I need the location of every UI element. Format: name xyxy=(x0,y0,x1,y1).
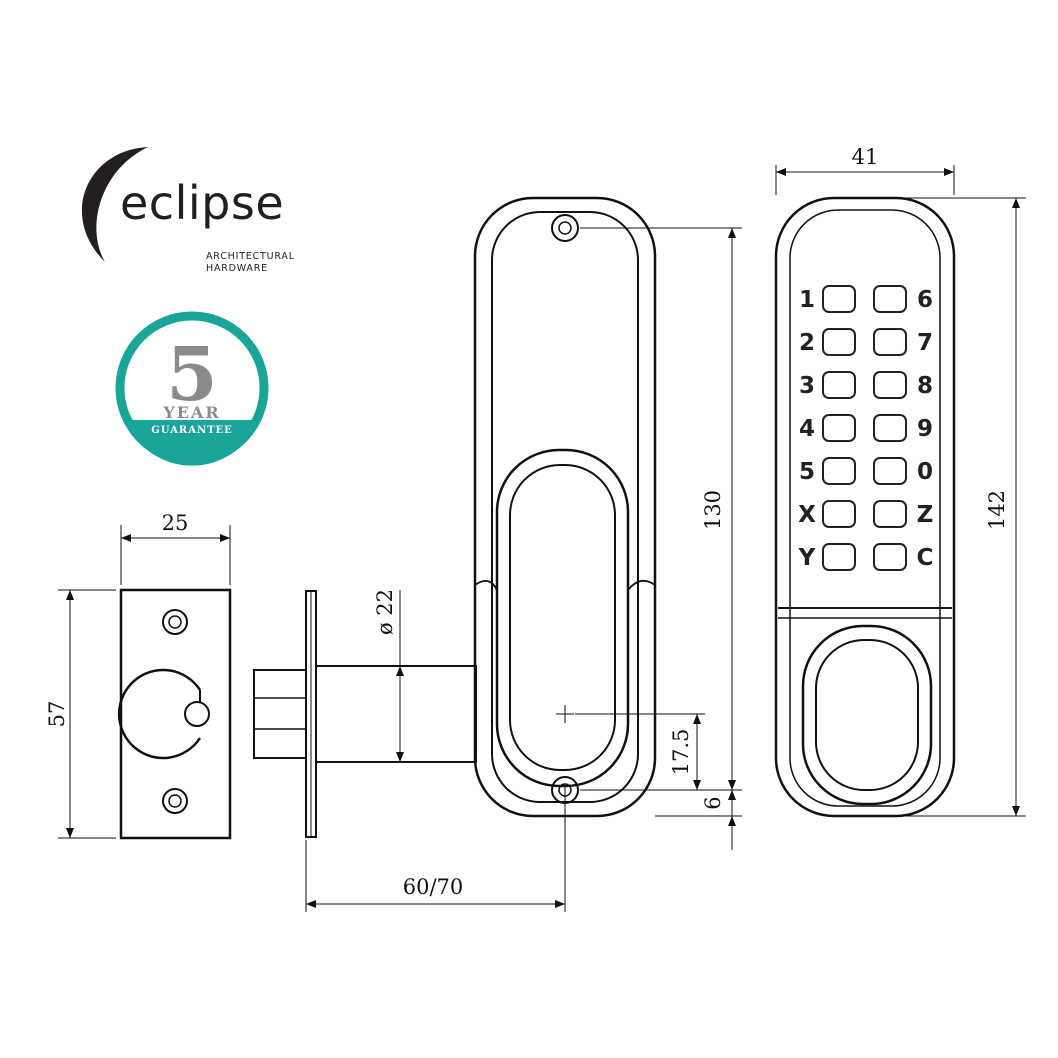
dim-spindle-diameter: ø 22 xyxy=(373,589,404,762)
badge-bottom-band xyxy=(125,420,259,466)
latch-assembly xyxy=(253,590,477,838)
keypad-button[interactable] xyxy=(873,414,907,442)
dim-keypad-width: 41 xyxy=(775,145,955,195)
key-label: 5 xyxy=(799,459,815,485)
dim-strike-height: 57 xyxy=(45,589,116,839)
key-label: 0 xyxy=(917,459,933,485)
dim-bottom-offset: 6 xyxy=(655,790,742,850)
dim-keypad-height: 142 xyxy=(900,197,1026,817)
key-label: Y xyxy=(798,545,816,571)
bottom-offset-label: 6 xyxy=(701,796,725,809)
keypad-button[interactable] xyxy=(822,414,856,442)
spindle-offset-label: 17.5 xyxy=(669,729,693,776)
handle-side-view xyxy=(473,196,657,818)
key-label: 6 xyxy=(917,287,933,313)
dim-strike-width: 25 xyxy=(120,511,231,585)
strike-plate xyxy=(117,588,232,840)
keypad-button[interactable] xyxy=(822,371,856,399)
key-label: 9 xyxy=(917,416,933,442)
keypad-button[interactable] xyxy=(873,543,907,571)
key-label: 3 xyxy=(799,373,815,399)
keypad-button[interactable] xyxy=(822,457,856,485)
key-label: C xyxy=(917,545,934,571)
dim-handle-height: 130 xyxy=(580,227,742,791)
keypad-button[interactable] xyxy=(873,457,907,485)
keypad-width-label: 41 xyxy=(852,145,879,169)
key-label: X xyxy=(798,502,816,528)
strike-width-label: 25 xyxy=(162,511,189,535)
logo-subtitle-line2: HARDWARE xyxy=(206,263,268,274)
keypad-button[interactable] xyxy=(822,500,856,528)
badge-number: 5 xyxy=(166,332,218,418)
strike-height-label: 57 xyxy=(45,701,69,728)
key-label: 2 xyxy=(799,330,815,356)
key-label: 1 xyxy=(799,287,815,313)
dim-backset: 60/70 xyxy=(305,785,566,912)
handle-height-label: 130 xyxy=(701,490,725,530)
key-label: Z xyxy=(917,502,934,528)
guarantee-badge: 5 YEAR GUARANTEE xyxy=(115,311,269,466)
keypad-button[interactable] xyxy=(822,543,856,571)
dim-spindle-offset: 17.5 xyxy=(575,713,705,790)
key-label: 8 xyxy=(917,373,933,399)
keypad-front-view xyxy=(774,196,956,818)
eclipse-logo-wordmark: eclipse xyxy=(120,176,285,230)
keypad-button[interactable] xyxy=(873,500,907,528)
keypad-button[interactable] xyxy=(822,328,856,356)
keypad-button[interactable] xyxy=(873,328,907,356)
badge-guarantee: GUARANTEE xyxy=(151,425,233,436)
keypad-button[interactable] xyxy=(873,371,907,399)
eclipse-logo-subtitle: ARCHITECTURAL HARDWARE xyxy=(206,251,295,275)
keypad-button[interactable] xyxy=(873,285,907,313)
spindle-diameter-label: ø 22 xyxy=(373,589,397,635)
badge-year: YEAR xyxy=(162,403,220,422)
keypad-height-label: 142 xyxy=(985,490,1009,530)
key-label: 7 xyxy=(917,330,933,356)
keypad-button[interactable] xyxy=(822,285,856,313)
logo-subtitle-line1: ARCHITECTURAL xyxy=(206,251,295,262)
keypad-buttons: 1 2 3 4 5XY 6 7 8 9 0ZC xyxy=(798,285,934,571)
backset-label: 60/70 xyxy=(403,875,464,899)
key-label: 4 xyxy=(799,416,815,442)
